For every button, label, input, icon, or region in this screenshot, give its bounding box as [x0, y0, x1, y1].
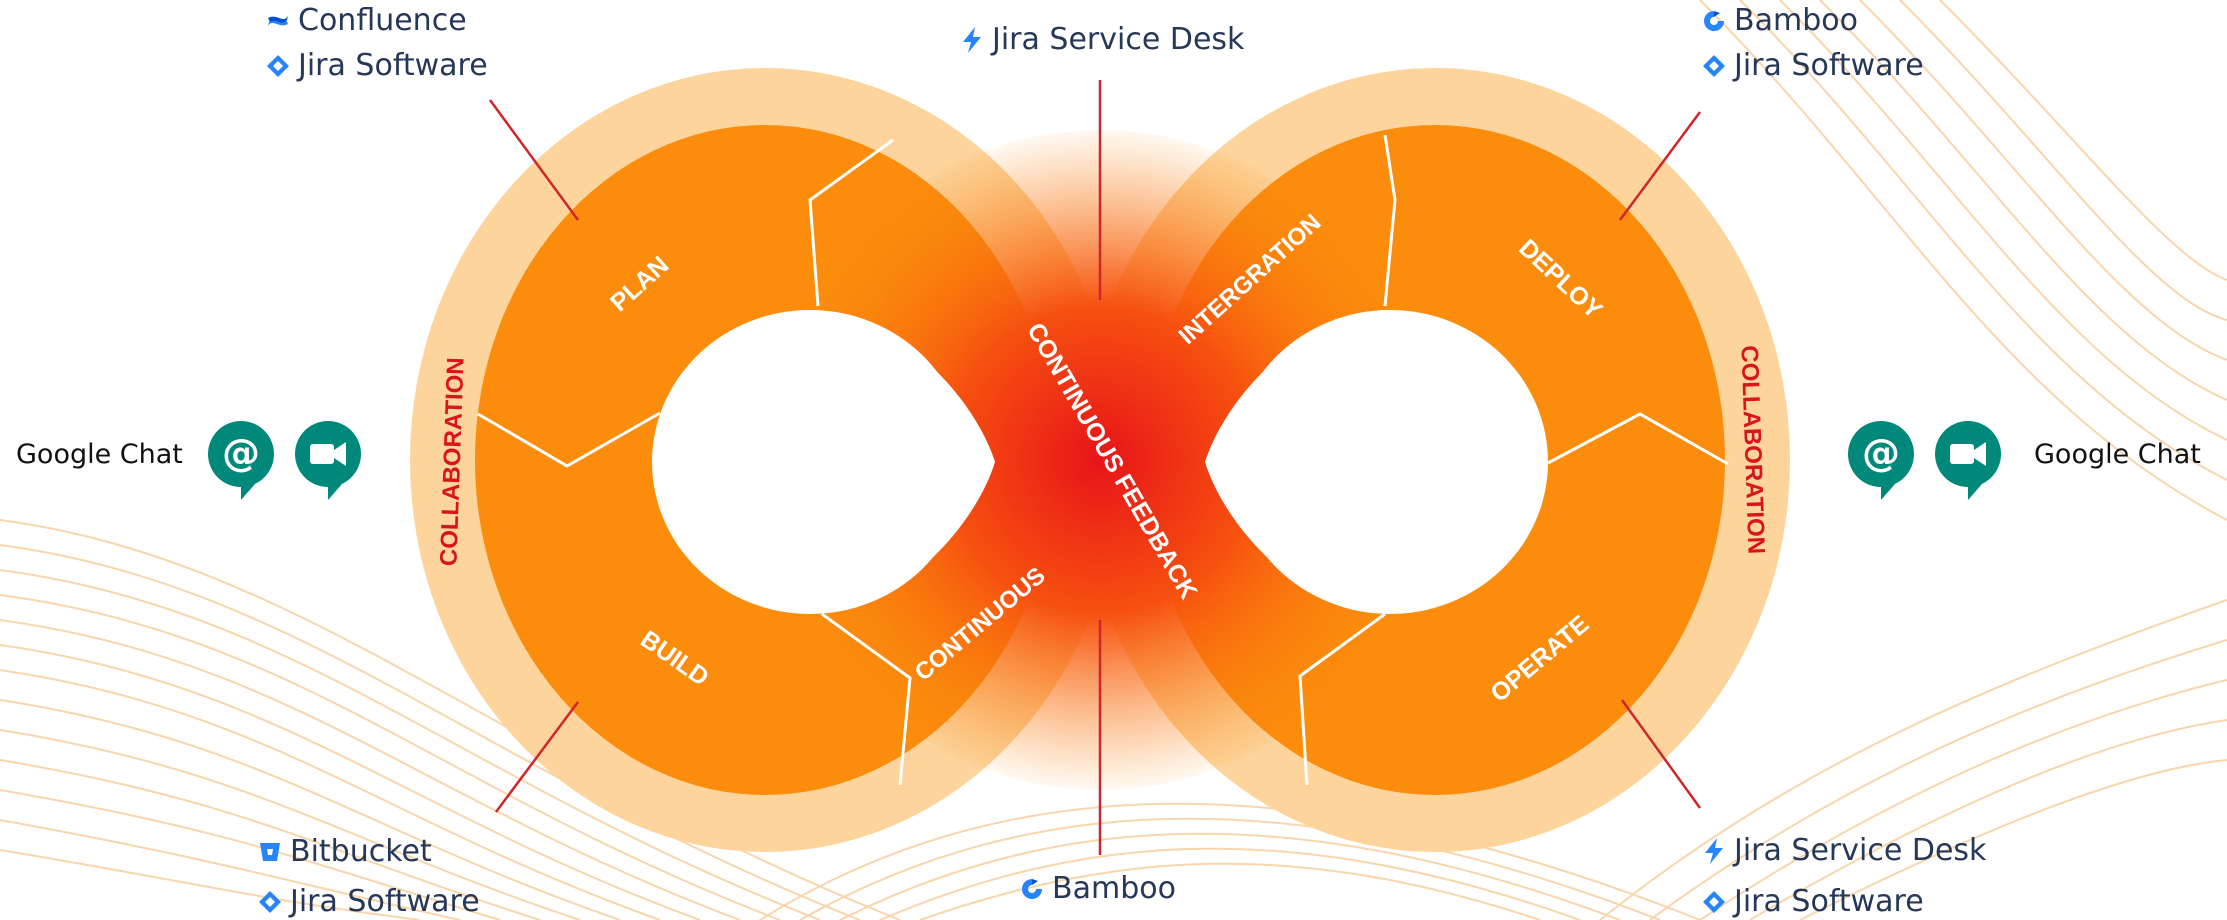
- google-chat-icon: @: [208, 421, 274, 500]
- tool-label: Jira Software: [290, 884, 480, 919]
- tool-bitbucket: Bitbucket: [258, 837, 432, 867]
- jira-software-icon: [1703, 55, 1725, 77]
- loop-holes: [652, 310, 1548, 614]
- bamboo-icon: [1022, 879, 1042, 899]
- tool-label: Bamboo: [1734, 3, 1858, 38]
- google-chat-right-label: Google Chat: [2034, 439, 2201, 470]
- jira-software-icon: [259, 891, 281, 913]
- tool-label: Confluence: [298, 3, 467, 38]
- tool-jira-software: Jira Software: [1702, 51, 1924, 81]
- jira-software-icon: [1703, 891, 1725, 913]
- bamboo-icon: [1704, 11, 1724, 31]
- tool-jira-service-desk: Jira Service Desk: [1702, 836, 1986, 866]
- tool-label: Bamboo: [1052, 871, 1176, 906]
- tool-jira-software: Jira Software: [258, 887, 480, 917]
- tool-confluence: Confluence: [266, 6, 467, 36]
- svg-text:@: @: [1862, 431, 1900, 475]
- svg-text:@: @: [222, 431, 260, 475]
- segment-dividers: [477, 134, 1729, 786]
- jira-service-desk-icon: [963, 27, 981, 53]
- jira-service-desk-icon: [1705, 838, 1723, 864]
- google-meet-icon: [1935, 421, 2001, 500]
- google-meet-icon: [295, 421, 361, 500]
- leader-lines: [488, 80, 1702, 855]
- google-chat-icon: @: [1848, 421, 1914, 500]
- tool-jira-service-desk: Jira Service Desk: [960, 25, 1244, 55]
- tool-label: Jira Software: [1734, 884, 1924, 919]
- tool-jira-software: Jira Software: [266, 51, 488, 81]
- tool-label: Bitbucket: [290, 834, 432, 869]
- tool-bamboo: Bamboo: [1020, 874, 1176, 904]
- tool-jira-software: Jira Software: [1702, 887, 1924, 917]
- google-chat-left-label: Google Chat: [16, 439, 183, 470]
- tool-label: Jira Software: [298, 48, 488, 83]
- confluence-icon: [268, 16, 288, 26]
- tool-bamboo: Bamboo: [1702, 6, 1858, 36]
- bitbucket-icon: [260, 843, 280, 861]
- tool-label: Jira Service Desk: [1734, 833, 1987, 868]
- jira-software-icon: [267, 55, 289, 77]
- tool-label: Jira Service Desk: [992, 22, 1245, 57]
- tool-label: Jira Software: [1734, 48, 1924, 83]
